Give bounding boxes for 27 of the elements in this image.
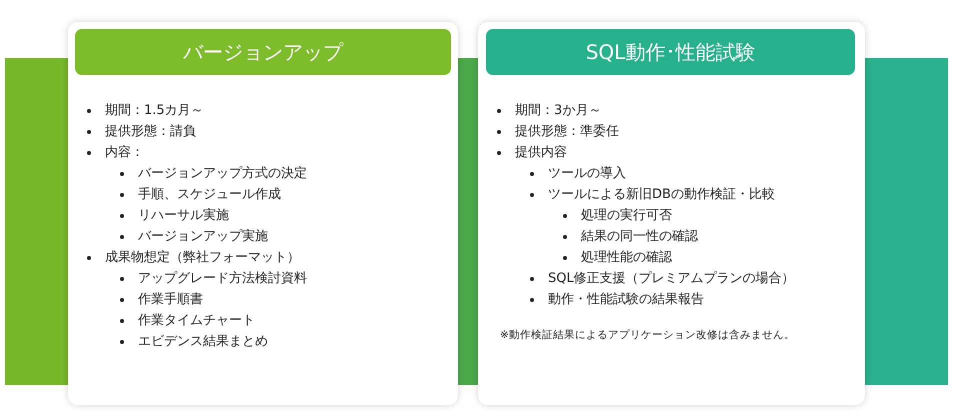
bullet-item: 手順、スケジュール作成 — [138, 186, 281, 204]
card-panel — [68, 22, 458, 405]
title-banner: SQL動作･性能試験 — [486, 29, 855, 75]
bullet-item: 期間：3か月～ — [515, 102, 602, 120]
bullet-item: エビデンス結果まとめ — [138, 333, 268, 351]
bullet-item: 提供内容 — [515, 144, 567, 162]
card-panel — [478, 22, 865, 405]
bullet-item: 作業手順書 — [138, 291, 203, 309]
footnote: ※動作検証結果によるアプリケーション改修は含みません。 — [500, 328, 795, 343]
bullet-item: 結果の同一性の確認 — [581, 228, 698, 246]
bullet-item: 処理の実行可否 — [581, 207, 672, 225]
bullet-item: SQL修正支援（プレミアムプランの場合） — [548, 270, 795, 288]
bullet-item: 内容： — [105, 144, 144, 162]
bullet-item: バージョンアップ方式の決定 — [138, 165, 307, 183]
bullet-item: アップグレード方法検討資料 — [138, 270, 307, 288]
title-banner: バージョンアップ — [75, 29, 451, 75]
bullet-item: 成果物想定（弊社フォーマット） — [105, 249, 300, 267]
bullet-item: バージョンアップ実施 — [138, 228, 268, 246]
bullet-item: 期間：1.5カ月～ — [105, 102, 204, 120]
bullet-item: 作業タイムチャート — [138, 312, 255, 330]
bullet-item: 動作・性能試験の結果報告 — [548, 291, 704, 309]
bullet-item: リハーサル実施 — [138, 207, 229, 225]
bullet-item: 提供形態：準委任 — [515, 123, 619, 141]
bullet-item: 処理性能の確認 — [581, 249, 672, 267]
bullet-item: ツールの導入 — [548, 165, 626, 183]
bullet-item: ツールによる新旧DBの動作検証・比較 — [548, 186, 775, 204]
bullet-item: 提供形態：請負 — [105, 123, 196, 141]
